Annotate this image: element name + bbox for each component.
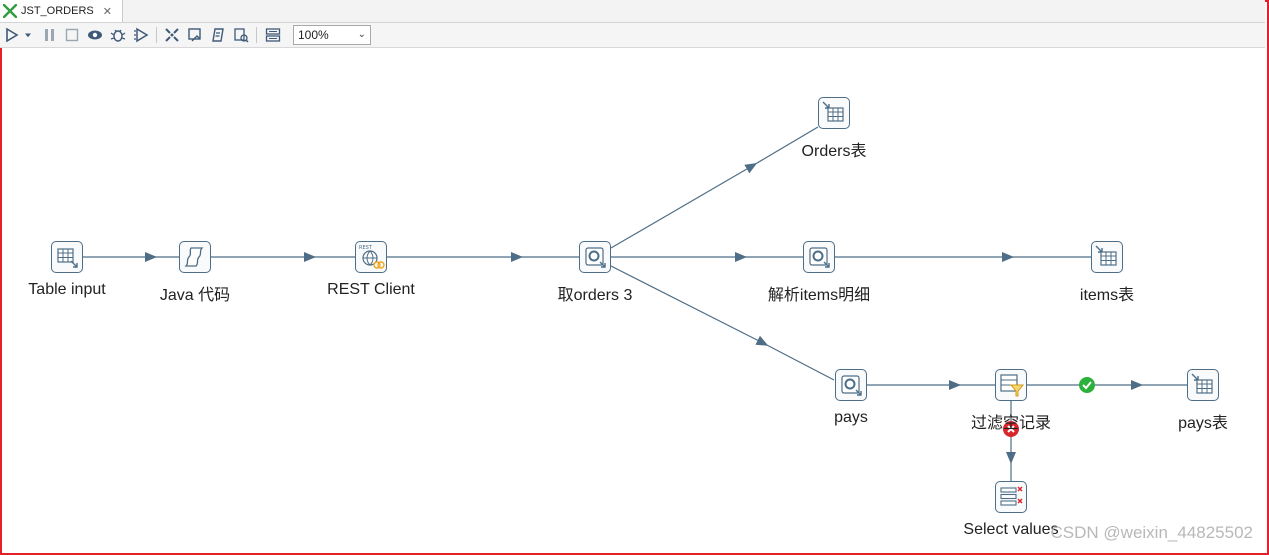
- step-label: pays表: [1178, 415, 1228, 432]
- toolbar-separator: [256, 27, 257, 43]
- close-icon[interactable]: ✕: [102, 4, 112, 18]
- chevron-down-icon: ⌄: [357, 29, 366, 40]
- replay-icon[interactable]: [132, 26, 150, 44]
- table-output-icon: [1095, 245, 1117, 266]
- table-input-icon: [57, 248, 78, 268]
- table-output-icon: [822, 101, 844, 122]
- step-label: Orders表: [801, 143, 867, 160]
- stop-icon[interactable]: [63, 26, 81, 44]
- run-icon[interactable]: [3, 26, 21, 44]
- step-select-values[interactable]: [995, 481, 1027, 513]
- step-get-orders[interactable]: [579, 241, 611, 273]
- step-label: items表: [1079, 287, 1135, 304]
- true-result-icon: [1079, 377, 1095, 393]
- watermark: CSDN @weixin_44825502: [1050, 523, 1253, 542]
- step-pays[interactable]: [835, 369, 867, 401]
- step-items-table[interactable]: [1091, 241, 1123, 273]
- rest-globe-icon: REST: [359, 245, 385, 269]
- json-input-icon: [585, 247, 606, 268]
- select-values-icon: [1000, 486, 1023, 506]
- transformation-icon: [3, 4, 17, 18]
- step-orders-table[interactable]: [818, 97, 850, 129]
- step-java-code[interactable]: [179, 241, 211, 273]
- transformation-canvas[interactable]: Table input Java 代码 REST REST Client 取or…: [0, 48, 1265, 551]
- sql-icon[interactable]: [209, 26, 227, 44]
- step-label: 取orders 3: [557, 287, 633, 304]
- svg-text:REST: REST: [359, 245, 373, 251]
- step-table-input[interactable]: [51, 241, 83, 273]
- step-label: Table input: [28, 281, 106, 298]
- hop-getorders-pays[interactable]: [610, 265, 835, 381]
- json-input-icon: [841, 375, 862, 396]
- toolbar: 100% ⌄: [0, 23, 1265, 48]
- false-result-icon: [1003, 421, 1019, 437]
- debug-icon[interactable]: [109, 26, 127, 44]
- impact-icon[interactable]: [186, 26, 204, 44]
- verify-icon[interactable]: [163, 26, 181, 44]
- step-pays-table[interactable]: [1187, 369, 1219, 401]
- step-rest-client[interactable]: REST: [355, 241, 387, 273]
- tab-title: JST_ORDERS: [21, 5, 94, 17]
- zoom-select[interactable]: 100% ⌄: [293, 25, 371, 45]
- tab-jst-orders[interactable]: JST_ORDERS ✕: [0, 0, 123, 22]
- filter-rows-icon: [1000, 374, 1025, 397]
- step-parse-items[interactable]: [803, 241, 835, 273]
- step-label: Java 代码: [159, 287, 231, 304]
- tab-bar: JST_ORDERS ✕: [0, 0, 1265, 23]
- explore-db-icon[interactable]: [232, 26, 250, 44]
- step-filter-rows[interactable]: [995, 369, 1027, 401]
- table-output-icon: [1191, 373, 1213, 394]
- show-results-icon[interactable]: [264, 26, 282, 44]
- step-label: pays: [834, 409, 868, 426]
- script-icon: [184, 247, 204, 267]
- preview-icon[interactable]: [86, 26, 104, 44]
- step-label: 解析items明细: [767, 287, 871, 304]
- hop-getorders-orders[interactable]: [610, 126, 819, 249]
- step-label: REST Client: [327, 281, 415, 298]
- json-input-icon: [809, 247, 830, 268]
- pause-icon[interactable]: [41, 26, 59, 44]
- toolbar-separator: [156, 27, 157, 43]
- hops-layer: [83, 126, 1187, 481]
- zoom-value: 100%: [298, 28, 329, 42]
- step-label: 过滤空记录: [970, 415, 1052, 432]
- step-label: Select values: [963, 521, 1059, 538]
- run-dropdown-icon[interactable]: [22, 26, 34, 44]
